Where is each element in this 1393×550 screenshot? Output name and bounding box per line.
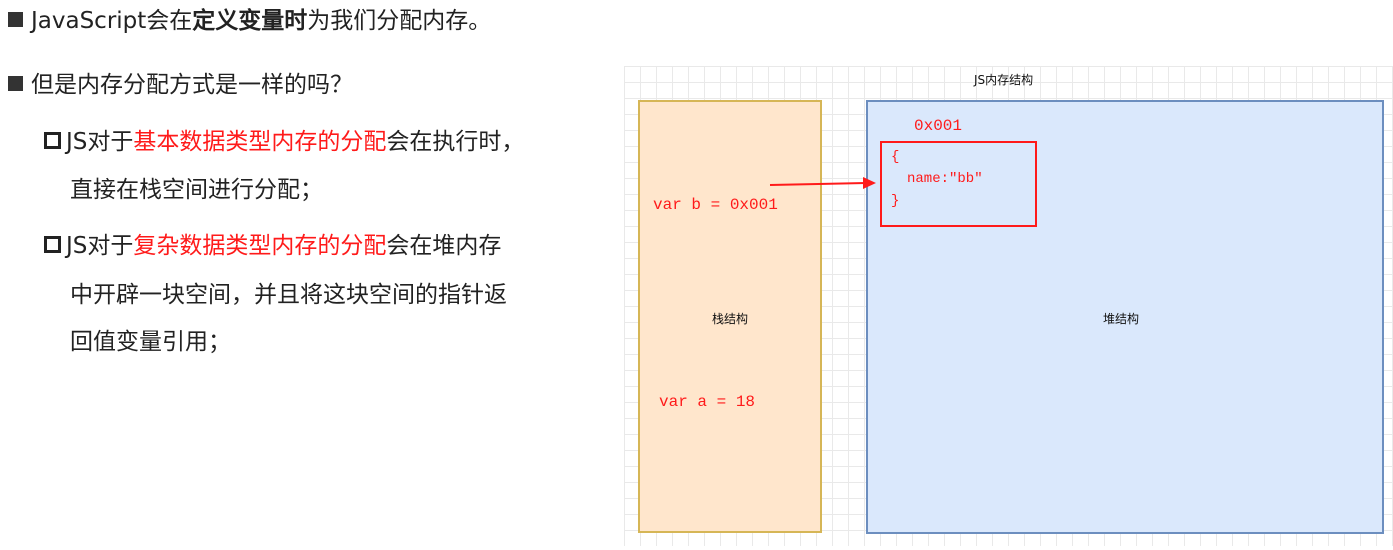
var-a-code: var a = 18	[659, 393, 756, 411]
object-property: name:"bb"	[907, 171, 983, 187]
var-b-code: var b = 0x001	[653, 196, 778, 214]
sub1-suffix: 会在执行时，	[386, 129, 525, 155]
arrow-line-stack	[769, 182, 867, 186]
sub-bullet-complex: JS对于复杂数据类型内存的分配会在堆内存	[44, 231, 501, 261]
sub1-highlight: 基本数据类型内存的分配	[133, 129, 387, 155]
object-open-brace: {	[891, 149, 900, 165]
pointer-arrow	[769, 177, 876, 189]
line1-prefix: JavaScript会在	[31, 8, 193, 34]
sub1-prefix: JS对于	[66, 129, 134, 155]
bullet-define-variable: JavaScript会在定义变量时为我们分配内存。	[8, 6, 491, 36]
sub-bullet-primitive-line2: 直接在栈空间进行分配；	[70, 177, 323, 203]
line1-bold: 定义变量时	[192, 8, 308, 34]
stack-box: 栈结构	[638, 100, 822, 533]
sub2-prefix: JS对于	[66, 233, 134, 259]
sub-bullet-complex-line3: 回值变量引用；	[70, 329, 231, 355]
stack-label: 栈结构	[712, 312, 749, 326]
line2-text: 但是内存分配方式是一样的吗？	[31, 72, 353, 98]
sub2-highlight: 复杂数据类型内存的分配	[133, 233, 387, 259]
hollow-square-icon	[44, 132, 61, 149]
heap-label: 堆结构	[1103, 312, 1140, 326]
address-label: 0x001	[914, 117, 963, 135]
hollow-square-icon	[44, 236, 61, 253]
square-bullet-icon	[8, 12, 23, 27]
sub-bullet-primitive: JS对于基本数据类型内存的分配会在执行时，	[44, 127, 524, 157]
sub2-suffix: 会在堆内存	[386, 233, 502, 259]
line1-suffix: 为我们分配内存。	[307, 8, 492, 34]
heap-object-box: { name:"bb" }	[880, 141, 1037, 227]
diagram-title: JS内存结构	[974, 73, 1034, 87]
heap-box: 堆结构	[866, 100, 1384, 534]
memory-structure-diagram: JS内存结构 栈结构 堆结构 var b = 0x001 var a = 18 …	[624, 66, 1393, 546]
arrow-head-icon	[863, 177, 876, 189]
square-bullet-icon	[8, 76, 23, 91]
sub-bullet-complex-line2: 中开辟一块空间，并且将这块空间的指针返	[70, 282, 507, 308]
object-close-brace: }	[891, 193, 900, 209]
bullet-question: 但是内存分配方式是一样的吗？	[8, 70, 353, 100]
